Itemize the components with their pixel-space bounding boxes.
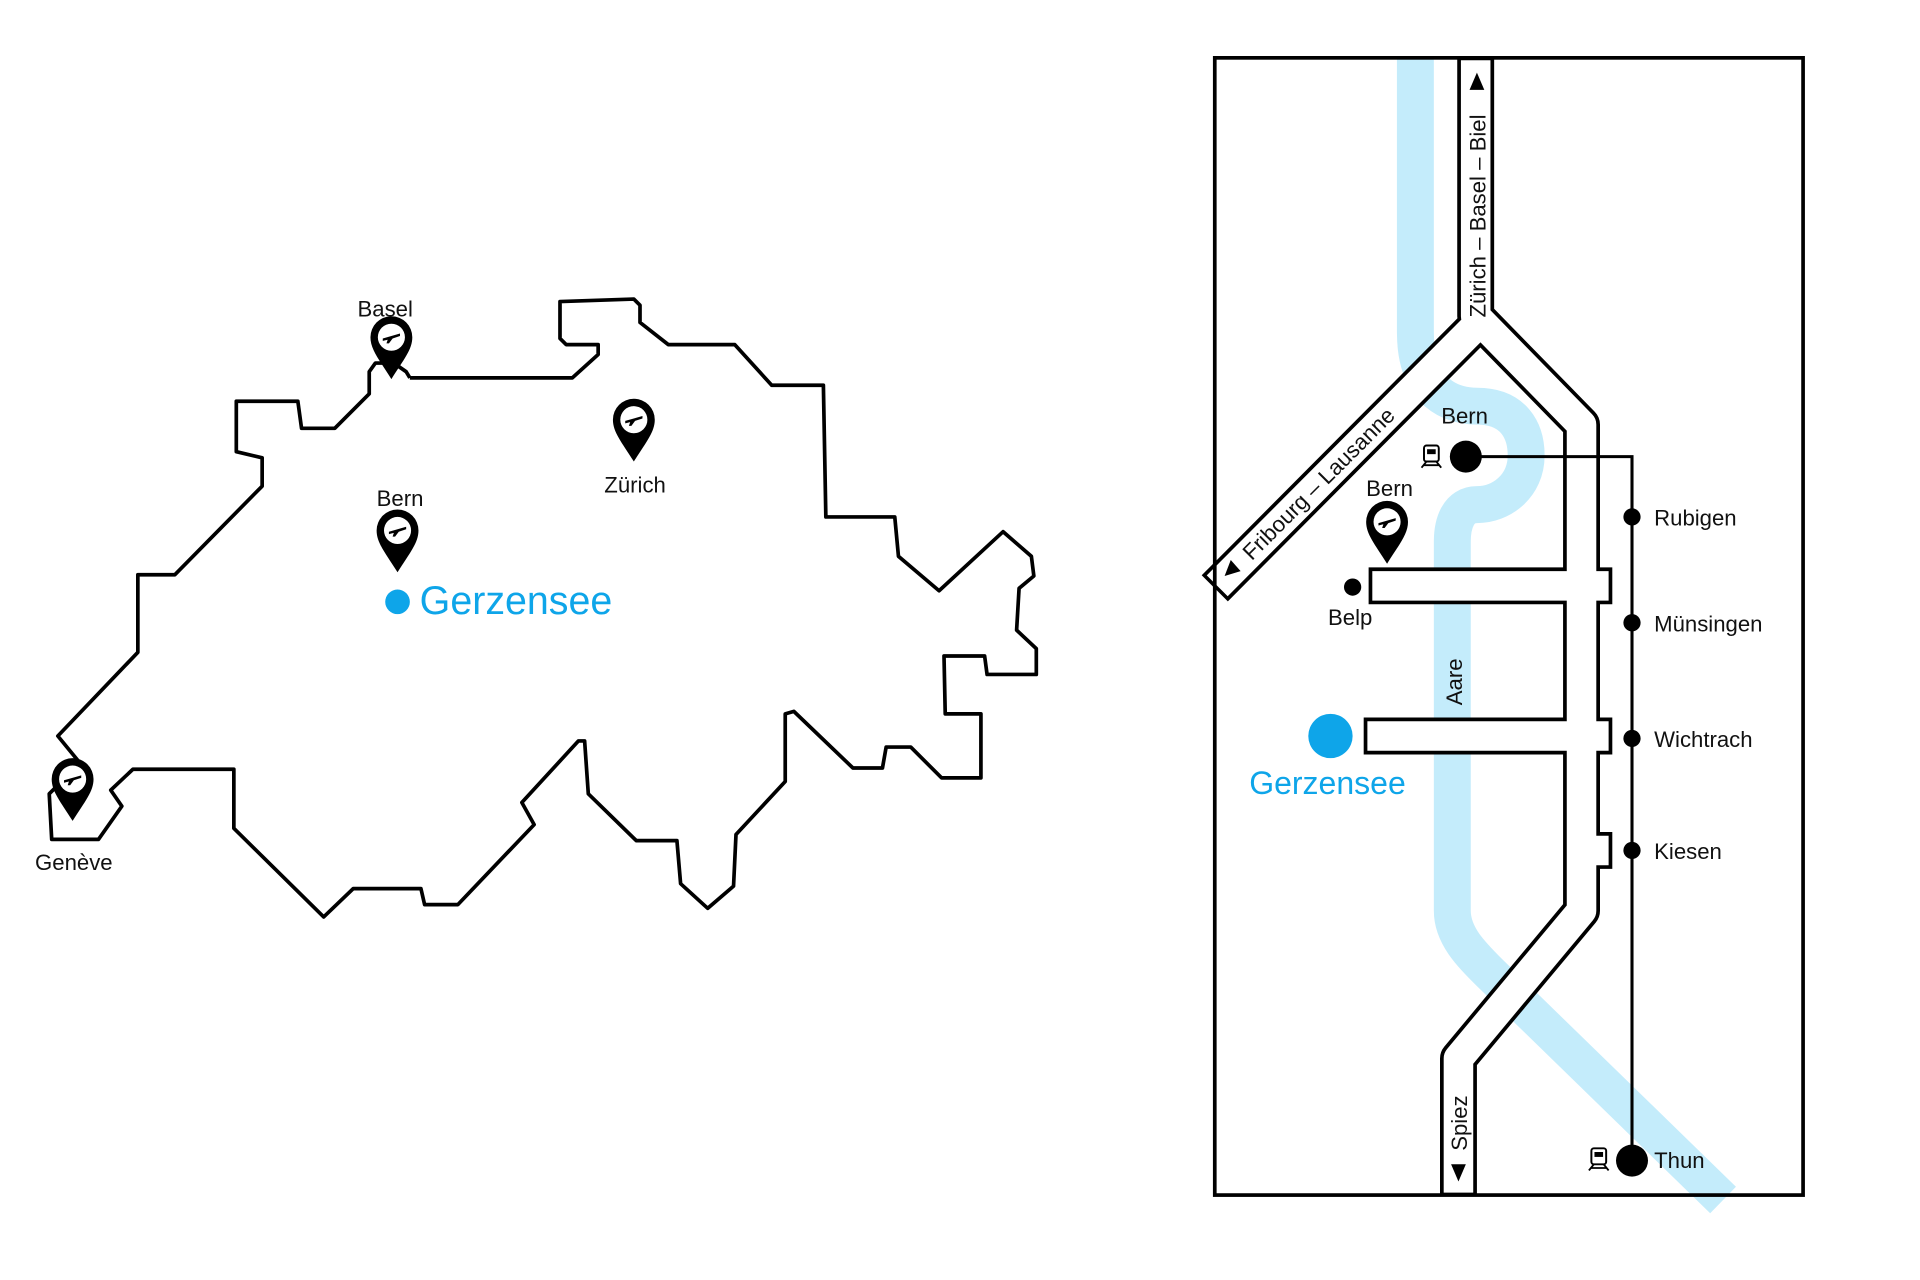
basel-label: Basel	[358, 296, 413, 321]
gerzensee-dot[interactable]	[1308, 713, 1353, 759]
bern-station-label: Bern	[1441, 403, 1488, 428]
thun-station-dot[interactable]	[1616, 1144, 1648, 1177]
station-dot	[1623, 729, 1641, 748]
detail-map-frame	[1212, 56, 1805, 1197]
arrow-left-down-icon	[1224, 560, 1241, 576]
arrow-down-icon	[1451, 1164, 1466, 1182]
station-label: Wichtrach	[1654, 727, 1752, 752]
roads	[1201, 57, 1613, 1196]
detail-map: Zürich – Basel – Biel Fribourg – Lausann…	[1201, 56, 1805, 1214]
airport-pin-icon[interactable]	[1366, 500, 1408, 564]
rail-line	[1465, 455, 1634, 1161]
road-north-label: Zürich – Basel – Biel	[1466, 114, 1491, 317]
train-icon	[1587, 1147, 1610, 1172]
station-label: Rubigen	[1654, 506, 1736, 531]
station-dot	[1623, 614, 1641, 632]
road-south-label: Spiez	[1447, 1095, 1472, 1150]
zurich-label: Zürich	[604, 472, 666, 497]
bern-label: Bern	[377, 486, 424, 511]
aare-river	[1396, 57, 1736, 1214]
airport-pin-icon[interactable]	[612, 398, 655, 462]
gerzensee-label: Gerzensee	[1249, 765, 1406, 801]
river-label: Aare	[1442, 658, 1467, 705]
geneve-label: Genève	[35, 850, 113, 875]
station-label: Kiesen	[1654, 839, 1722, 864]
station-label: Münsingen	[1654, 611, 1762, 636]
train-icon	[1420, 444, 1443, 469]
belp-dot	[1344, 578, 1362, 596]
switzerland-overview-map: Basel Zürich Bern Genève Gerzensee	[35, 296, 1039, 919]
switzerland-outline	[47, 297, 1039, 919]
airport-pin-icon[interactable]	[51, 758, 94, 821]
station-dot	[1623, 508, 1641, 526]
station-dot	[1623, 841, 1641, 860]
arrow-up-icon	[1469, 72, 1485, 90]
bern-airport-label: Bern	[1366, 476, 1413, 501]
thun-label: Thun	[1654, 1148, 1704, 1173]
airport-pin-icon[interactable]	[376, 509, 419, 573]
gerzensee-label: Gerzensee	[420, 579, 613, 623]
belp-label: Belp	[1328, 605, 1372, 630]
bern-station-dot[interactable]	[1449, 440, 1482, 473]
gerzensee-dot	[385, 589, 410, 615]
